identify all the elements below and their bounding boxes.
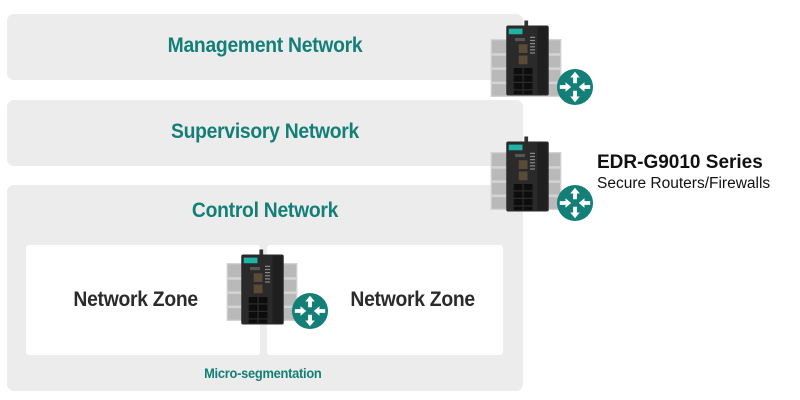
- product-name: EDR-G9010 Series: [597, 152, 763, 173]
- supervisory-network-title: Supervisory Network: [170, 120, 360, 143]
- network-zone-left: Network Zone: [26, 245, 260, 355]
- product-description: Secure Routers/Firewalls: [597, 175, 771, 192]
- router-arrows-icon: [291, 292, 329, 330]
- control-network-panel: Control Network Network Zone Network Zon…: [7, 185, 523, 391]
- management-network-panel: Management Network: [7, 14, 523, 80]
- management-network-title: Management Network: [167, 34, 363, 57]
- router-arrows-icon: [556, 184, 594, 222]
- control-network-title: Control Network: [191, 199, 339, 222]
- router-arrows-icon: [556, 68, 594, 106]
- supervisory-network-panel: Supervisory Network: [7, 100, 523, 166]
- network-zone-right-label: Network Zone: [350, 288, 475, 311]
- micro-segmentation-label: Micro-segmentation: [204, 365, 322, 381]
- industrial-router-device: [506, 20, 549, 96]
- industrial-router-device: [506, 136, 549, 212]
- network-zone-left-label: Network Zone: [73, 288, 198, 311]
- industrial-router-device: [241, 249, 284, 325]
